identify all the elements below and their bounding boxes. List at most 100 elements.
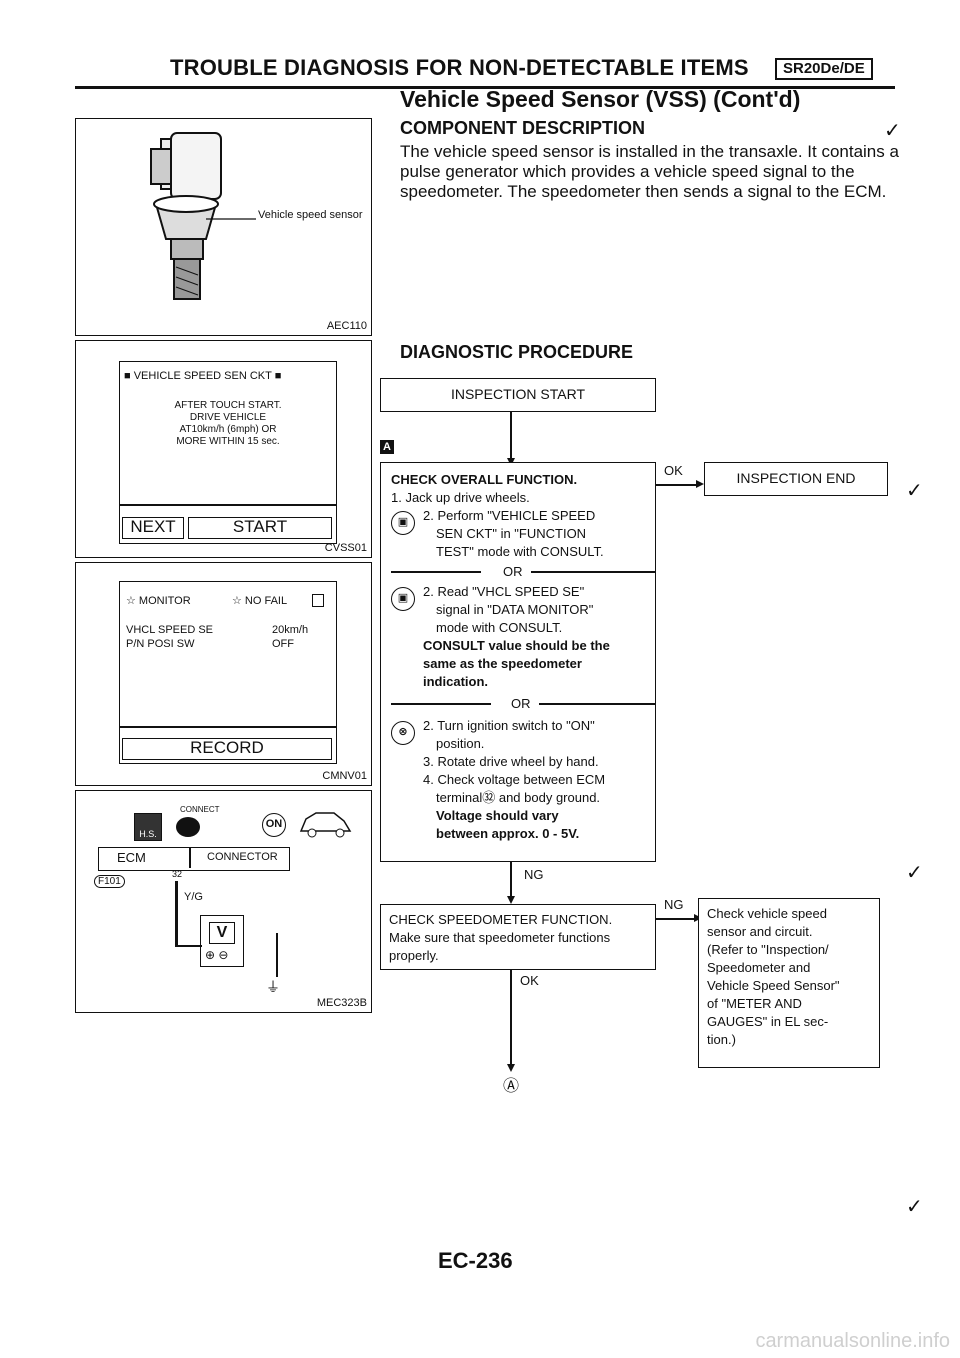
- check1-step2b-bold-3: indication.: [423, 674, 488, 689]
- check1-step2b-2: signal in "DATA MONITOR": [436, 602, 594, 617]
- check1-step2c-1: 2. Turn ignition switch to "ON": [423, 718, 595, 733]
- connect-label: CONNECT: [180, 805, 220, 814]
- ignition-on-icon: ON: [262, 813, 286, 837]
- check1-step2b-bold-1: CONSULT value should be the: [423, 638, 610, 653]
- row2-value: OFF: [272, 638, 294, 650]
- screen1-code: CVSS01: [324, 542, 367, 554]
- component-description-text: The vehicle speed sensor is installed in…: [400, 142, 899, 201]
- result-line4: Speedometer and: [707, 960, 811, 975]
- check2-line1: CHECK SPEEDOMETER FUNCTION.: [389, 912, 613, 927]
- engine-badge: SR20De/DE: [775, 58, 873, 80]
- consult-screen-2-panel: ☆ MONITOR ☆ NO FAIL VHCL SPEED SE 20km/h…: [75, 562, 372, 786]
- row1-label: VHCL SPEED SE: [126, 624, 214, 636]
- check1-title: CHECK OVERALL FUNCTION.: [391, 472, 578, 487]
- connector-id: F101: [94, 875, 125, 888]
- sensor-label: Vehicle speed sensor: [258, 209, 363, 221]
- or2-rule-left: [391, 703, 491, 705]
- wire-lead: [175, 881, 178, 947]
- connector-frame: ECM CONNECTOR: [98, 847, 290, 871]
- diagnostic-procedure-heading: DIAGNOSTIC PROCEDURE: [400, 342, 634, 362]
- wiring-figure: H.S. CONNECT ON ECM CONNECTOR F101 32 Y/…: [75, 790, 372, 1013]
- ng1-label: NG: [524, 867, 544, 882]
- harness-connector-icon: H.S.: [134, 813, 162, 841]
- result-line5: Vehicle Speed Sensor": [707, 978, 840, 993]
- no-fail-label: ☆ NO FAIL: [232, 595, 288, 607]
- sensor-figure: Vehicle speed sensor AEC110: [75, 118, 372, 336]
- inspection-start-box: INSPECTION START: [380, 378, 656, 412]
- connector-start-check: [510, 412, 512, 462]
- or1-rule-right: [531, 571, 655, 573]
- screen1-line1: AFTER TOUCH START.: [174, 400, 282, 411]
- check1-step2b-3: mode with CONSULT.: [436, 620, 563, 635]
- watermark-url: carmanualsonline.info: [755, 1330, 950, 1352]
- on-label: ON: [265, 818, 283, 830]
- ok1-label: OK: [664, 463, 683, 478]
- screen1-line3: AT10km/h (6mph) OR: [179, 424, 277, 435]
- row1-value: 20km/h: [272, 624, 309, 636]
- screen2-code: CMNV01: [322, 770, 367, 782]
- arrow-ok1: [696, 480, 704, 488]
- screen2-divider: [120, 726, 336, 728]
- check1-step2b-bold-2: same as the speedometer: [423, 656, 582, 671]
- consult-screen-1-panel: ■ VEHICLE SPEED SEN CKT ■ AFTER TOUCH ST…: [75, 340, 372, 558]
- result-line7: GAUGES" in EL sec-: [707, 1014, 829, 1029]
- section-title: Vehicle Speed Sensor (VSS) (Cont'd): [400, 86, 801, 112]
- ng2-label: NG: [664, 897, 684, 912]
- arrow-ng1: [507, 896, 515, 904]
- sensor-figure-code: AEC110: [326, 320, 367, 332]
- wiring-figure-code: MEC323B: [316, 997, 367, 1009]
- consult-icon-2: ▣: [391, 587, 415, 611]
- ecm-label: ECM: [117, 850, 146, 865]
- continue-marker: Ⓐ: [503, 1078, 520, 1095]
- ignition-key-icon: ⊗: [391, 721, 415, 745]
- component-description-heading: COMPONENT DESCRIPTION: [400, 118, 646, 138]
- or1-rule-left: [391, 571, 481, 573]
- connector-ng2: [656, 918, 696, 920]
- title-rule: [75, 86, 895, 89]
- inspection-end-text: INSPECTION END: [736, 470, 856, 486]
- page-title: TROUBLE DIAGNOSIS FOR NON-DETECTABLE ITE…: [170, 55, 749, 80]
- ground-lead: [276, 933, 278, 977]
- margin-check-mark-2: ✓: [906, 480, 923, 502]
- start-button[interactable]: START: [188, 517, 332, 539]
- check1-step2a-3: TEST" mode with CONSULT.: [436, 544, 604, 559]
- row2-label: P/N POSI SW: [126, 638, 195, 650]
- connector-label: CONNECTOR: [207, 851, 278, 863]
- ground-symbol-icon: ⏚: [266, 979, 280, 995]
- no-fail-checkbox[interactable]: [312, 594, 324, 607]
- or2-rule-right: [539, 703, 655, 705]
- check1-step2a-1: 2. Perform "VEHICLE SPEED: [423, 508, 596, 523]
- check2-line3: properly.: [389, 948, 439, 963]
- voltmeter-display: V: [209, 922, 235, 944]
- check1-step4-1: 4. Check voltage between ECM: [423, 772, 606, 787]
- voltmeter: V ⊕ ⊖: [200, 915, 244, 967]
- inspection-start-text: INSPECTION START: [450, 386, 586, 402]
- connector-ok2: [510, 970, 512, 1068]
- connector-divider: [189, 848, 191, 868]
- margin-check-mark-3: ✓: [906, 862, 923, 884]
- screen1-header: ■ VEHICLE SPEED SEN CKT ■: [124, 370, 282, 382]
- ok2-label: OK: [520, 973, 539, 988]
- marker-a-flowchart: A: [380, 440, 394, 454]
- result-line2: sensor and circuit.: [707, 924, 813, 939]
- terminal-number: 32: [172, 869, 183, 879]
- monitor-label: ☆ MONITOR: [126, 595, 191, 607]
- check1-step2c-2: position.: [436, 736, 485, 751]
- hs-label: H.S.: [139, 829, 157, 839]
- check1-step1: 1. Jack up drive wheels.: [391, 490, 530, 505]
- positive-terminal-icon: ⊕ ⊖: [205, 948, 229, 962]
- check1-step2a-2: SEN CKT" in "FUNCTION: [436, 526, 587, 541]
- consult-icon-1: ▣: [391, 511, 415, 535]
- inspection-end-box: INSPECTION END: [704, 462, 888, 496]
- check1-step4-2: terminal㉜ and body ground.: [436, 790, 601, 805]
- connector-ng1: [510, 862, 512, 902]
- result-line6: of "METER AND: [707, 996, 802, 1011]
- vehicle-icon: [299, 812, 352, 838]
- next-button[interactable]: NEXT: [122, 517, 184, 539]
- screen1-line2: DRIVE VEHICLE: [189, 412, 267, 423]
- record-button[interactable]: RECORD: [122, 738, 332, 760]
- margin-check-mark-4: ✓: [906, 1196, 923, 1218]
- screen1-header-text: VEHICLE SPEED SEN CKT: [133, 370, 272, 382]
- screen1-divider: [120, 504, 336, 506]
- result-line3: (Refer to "Inspection/: [707, 942, 829, 957]
